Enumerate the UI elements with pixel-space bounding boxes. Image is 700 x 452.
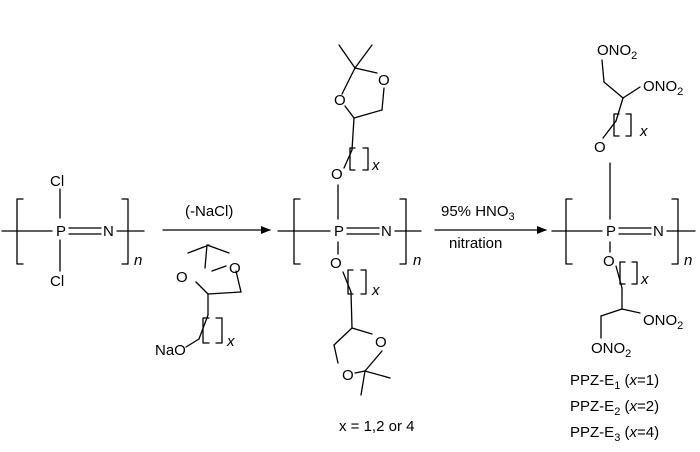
index-n: n xyxy=(684,252,692,269)
atom-o-ring-right: O xyxy=(229,260,241,277)
repeat-bracket-right-lower xyxy=(631,261,638,285)
ono2-upper-secondary: ONO2 xyxy=(643,78,683,98)
atom-nao: NaO xyxy=(155,342,186,359)
intermediate-protected-polyphosphazene: P N n O x O O O x O O xyxy=(277,44,422,435)
atom-p: P xyxy=(56,223,66,240)
atom-p: P xyxy=(606,223,616,240)
atom-o-upper: O xyxy=(331,166,343,183)
atom-o-ring-left: O xyxy=(176,269,188,286)
product-label-1: PPZ-E1 (x=1) xyxy=(570,372,659,392)
index-n: n xyxy=(134,252,142,269)
index-x: x xyxy=(226,333,235,350)
repeat-bracket-right-upper xyxy=(362,147,369,171)
product-label-2: PPZ-E2 (x=2) xyxy=(570,398,659,418)
reagent-sodium-alkoxide: O O x NaO xyxy=(155,244,242,359)
index-x-upper: x xyxy=(639,123,648,140)
atom-o-ring-upper-right: O xyxy=(378,72,390,89)
atom-cl-top: Cl xyxy=(50,173,64,190)
reactant-dichlorophosphazene: P Cl Cl N n xyxy=(1,173,145,290)
atom-o-lower: O xyxy=(330,255,342,272)
atom-cl-bottom: Cl xyxy=(50,273,64,290)
ono2-upper-primary: ONO2 xyxy=(597,42,637,62)
arrow-2-reagent: 95% HNO3 xyxy=(441,203,515,223)
index-x-lower: x xyxy=(640,271,649,288)
product-nitrated-polyphosphazene: P N n O x ONO2 ONO2 O x ONO2 ONO2 PPZ- xyxy=(551,42,696,444)
product-label-3: PPZ-E3 (x=4) xyxy=(570,424,659,444)
ono2-lower-primary: ONO2 xyxy=(591,340,631,360)
atom-o-ring-lower-left: O xyxy=(342,367,354,384)
reaction-arrow-2: 95% HNO3 nitration xyxy=(434,203,547,252)
index-x-upper: x xyxy=(371,157,380,174)
index-n: n xyxy=(413,252,421,269)
atom-p: P xyxy=(334,223,344,240)
atom-o-lower: O xyxy=(603,253,615,270)
arrow-2-condition: nitration xyxy=(449,235,502,252)
atom-n: N xyxy=(653,223,664,240)
atom-o-ring-lower-right: O xyxy=(375,334,387,351)
right-bracket xyxy=(399,198,407,265)
x-values-note: x = 1,2 or 4 xyxy=(339,418,414,435)
repeat-bracket-left xyxy=(202,317,210,344)
repeat-bracket-left-lower xyxy=(347,269,354,295)
repeat-bracket-right xyxy=(215,317,223,344)
ono2-lower-secondary: ONO2 xyxy=(643,312,683,332)
repeat-bracket-left-upper xyxy=(349,147,356,171)
atom-o-ring-upper-left: O xyxy=(334,92,346,109)
right-bracket xyxy=(121,198,129,265)
arrow-1-reagent: (-NaCl) xyxy=(185,203,233,220)
atom-n: N xyxy=(381,223,392,240)
right-bracket xyxy=(671,198,679,265)
repeat-bracket-right-upper xyxy=(625,113,632,137)
repeat-bracket-right-lower xyxy=(360,269,367,295)
repeat-bracket-left-upper xyxy=(613,113,620,137)
atom-o-upper: O xyxy=(594,139,606,156)
reaction-arrow-1: (-NaCl) xyxy=(162,203,271,234)
repeat-bracket-left-lower xyxy=(619,261,626,285)
index-x-lower: x xyxy=(371,282,380,299)
atom-n: N xyxy=(103,223,114,240)
